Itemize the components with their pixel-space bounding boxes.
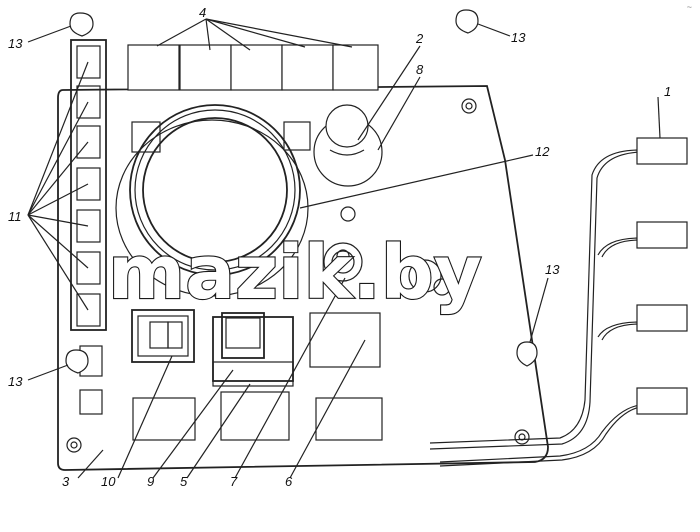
connector-block-right (283, 121, 311, 151)
panel-board (57, 85, 549, 471)
callout-1: 1 (664, 84, 671, 99)
bottom-blocks (132, 391, 383, 441)
corner-mark: ~ (686, 2, 692, 12)
callout-13-top-right: 13 (511, 30, 526, 45)
callout-10: 10 (101, 474, 116, 489)
watermark-text: mazik.by (108, 230, 482, 316)
fastener-teardrops (65, 9, 538, 374)
toggle-switch (212, 312, 294, 387)
ignition-switch (313, 104, 383, 187)
wiring-harness (429, 137, 688, 467)
callout-2: 2 (415, 31, 424, 46)
warning-block (309, 312, 381, 368)
rocker-switch (131, 309, 195, 363)
callout-3: 3 (62, 474, 70, 489)
small-lamp (340, 206, 356, 222)
callout-13-bottom-left: 13 (8, 374, 23, 389)
round-gauge (115, 104, 309, 297)
fuse-strip (70, 39, 107, 331)
callout-labels: 4 2 8 1 12 13 13 11 13 13 3 10 9 5 7 6 (8, 5, 671, 489)
connector-block-left (131, 121, 161, 153)
callout-11: 11 (8, 209, 22, 224)
callout-12: 12 (535, 144, 550, 159)
callout-13-top-left: 13 (8, 36, 23, 51)
callout-9: 9 (147, 474, 154, 489)
callout-13-right: 13 (545, 262, 560, 277)
callout-5: 5 (180, 474, 188, 489)
callout-4: 4 (199, 5, 206, 20)
callout-8: 8 (416, 62, 424, 77)
round-lamp (408, 259, 451, 296)
left-small-block (79, 389, 103, 415)
leader-lines (27, 18, 661, 479)
relay-blocks (127, 44, 379, 91)
callout-7: 7 (230, 474, 238, 489)
callout-6: 6 (285, 474, 293, 489)
